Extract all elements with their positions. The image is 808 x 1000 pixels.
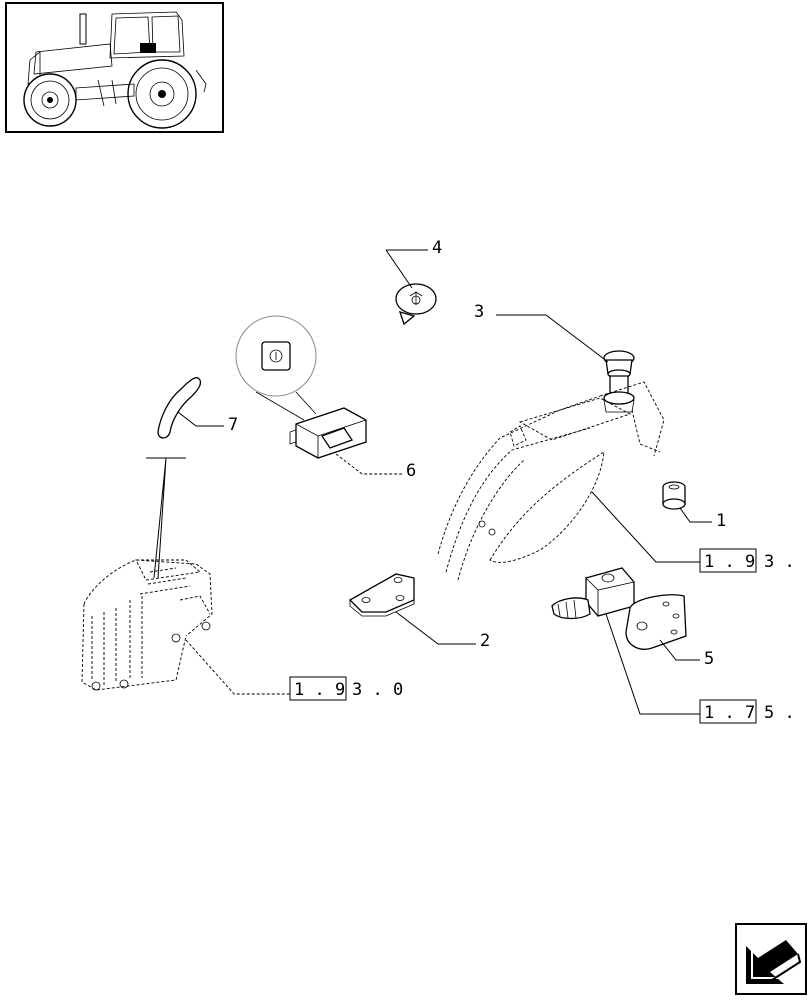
leader-2 <box>395 611 476 645</box>
callout-2: 2 <box>480 631 490 651</box>
leader-4 <box>385 249 428 289</box>
leader-5 <box>659 639 700 661</box>
left-console <box>81 457 213 691</box>
callout-4: 4 <box>432 238 442 258</box>
ref-175-rest: 5 . <box>764 703 795 723</box>
part-5-switch <box>551 567 687 650</box>
ref-193-boxed: 1 . 9 <box>704 552 755 572</box>
leader-6 <box>335 453 402 475</box>
ref-175-boxed: 1 . 7 <box>704 703 755 723</box>
leader-ref-1930 <box>185 639 290 695</box>
callout-7: 7 <box>228 415 238 435</box>
leader-3 <box>496 314 609 363</box>
next-page-button[interactable] <box>735 923 807 995</box>
ref-box-193 <box>699 548 757 573</box>
ref-box-175 <box>699 699 757 724</box>
ref-193-rest: 3 . <box>764 552 795 572</box>
ref-1930-rest: 3 . 0 <box>352 680 403 700</box>
part-6-switch <box>235 315 367 459</box>
leader-7 <box>177 411 224 427</box>
callout-1: 1 <box>716 511 726 531</box>
ref-1930-boxed: 1 . 9 <box>294 680 345 700</box>
callout-6: 6 <box>406 461 416 481</box>
part-3-knob <box>603 350 635 413</box>
next-page-arrow-icon <box>746 940 802 984</box>
callout-5: 5 <box>704 649 714 669</box>
part-1-bushing <box>662 481 686 510</box>
part-7-handle <box>157 377 202 439</box>
leader-ref-193 <box>591 491 700 563</box>
callout-3: 3 <box>474 302 484 322</box>
tractor-icon <box>23 11 207 129</box>
part-4-knob <box>395 283 437 326</box>
ref-box-1930 <box>289 676 347 701</box>
part-2-bracket <box>348 573 415 617</box>
tractor-thumbnail <box>5 2 224 133</box>
console-housing <box>437 381 665 581</box>
leader-ref-175 <box>605 613 700 715</box>
leader-1 <box>679 507 712 523</box>
